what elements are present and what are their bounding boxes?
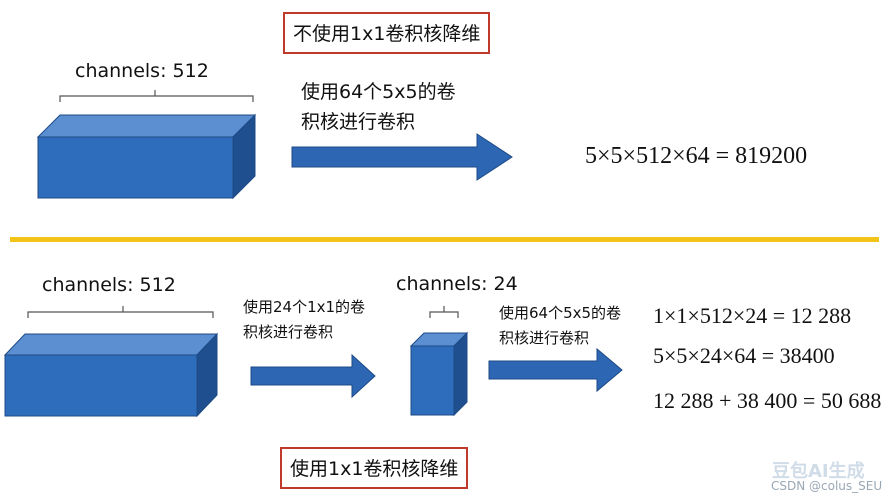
channels-brace-bottom-left <box>27 306 214 318</box>
title-without-1x1: 不使用1x1卷积核降维 <box>283 12 491 54</box>
step1-text: 使用24个1x1的卷 积核进行卷积 <box>243 298 366 341</box>
step-text-top: 使用64个5x5的卷 积核进行卷积 <box>301 81 456 133</box>
equation-3: 12 288 + 38 400 = 50 688 <box>653 388 882 413</box>
feature-map-block-bottom-thin <box>409 331 469 417</box>
arrow-bottom-2 <box>488 347 623 393</box>
channels-brace-bottom-small <box>429 306 459 318</box>
title-with-1x1: 使用1x1卷积核降维 <box>280 447 469 489</box>
block-front-face <box>37 136 234 199</box>
channels-brace-top <box>59 90 254 102</box>
block-front-face <box>410 345 455 416</box>
channels-label-bottom-left: channels: 512 <box>42 274 176 296</box>
watermark-logo: 豆包AI生成 <box>772 461 865 482</box>
channels-label-bottom-small: channels: 24 <box>396 273 518 295</box>
equation-top: 5×5×512×64 = 819200 <box>585 143 808 169</box>
equation-1: 1×1×512×24 = 12 288 <box>653 303 852 328</box>
block-front-face <box>4 354 198 417</box>
step2-text: 使用64个5x5的卷 积核进行卷积 <box>499 304 622 347</box>
block-top-face <box>36 114 257 138</box>
arrow-top <box>291 133 513 181</box>
arrow-bottom-1 <box>250 353 376 399</box>
equation-2: 5×5×24×64 = 38400 <box>653 343 835 368</box>
channels-label-top: channels: 512 <box>75 60 209 82</box>
block-top-face <box>3 333 219 356</box>
section-divider <box>10 237 879 242</box>
block-side-face <box>453 331 468 417</box>
feature-map-block-bottom-large <box>3 332 219 418</box>
feature-map-block-top <box>36 113 257 200</box>
watermark-credit: CSDN @colus_SEU <box>771 479 883 493</box>
